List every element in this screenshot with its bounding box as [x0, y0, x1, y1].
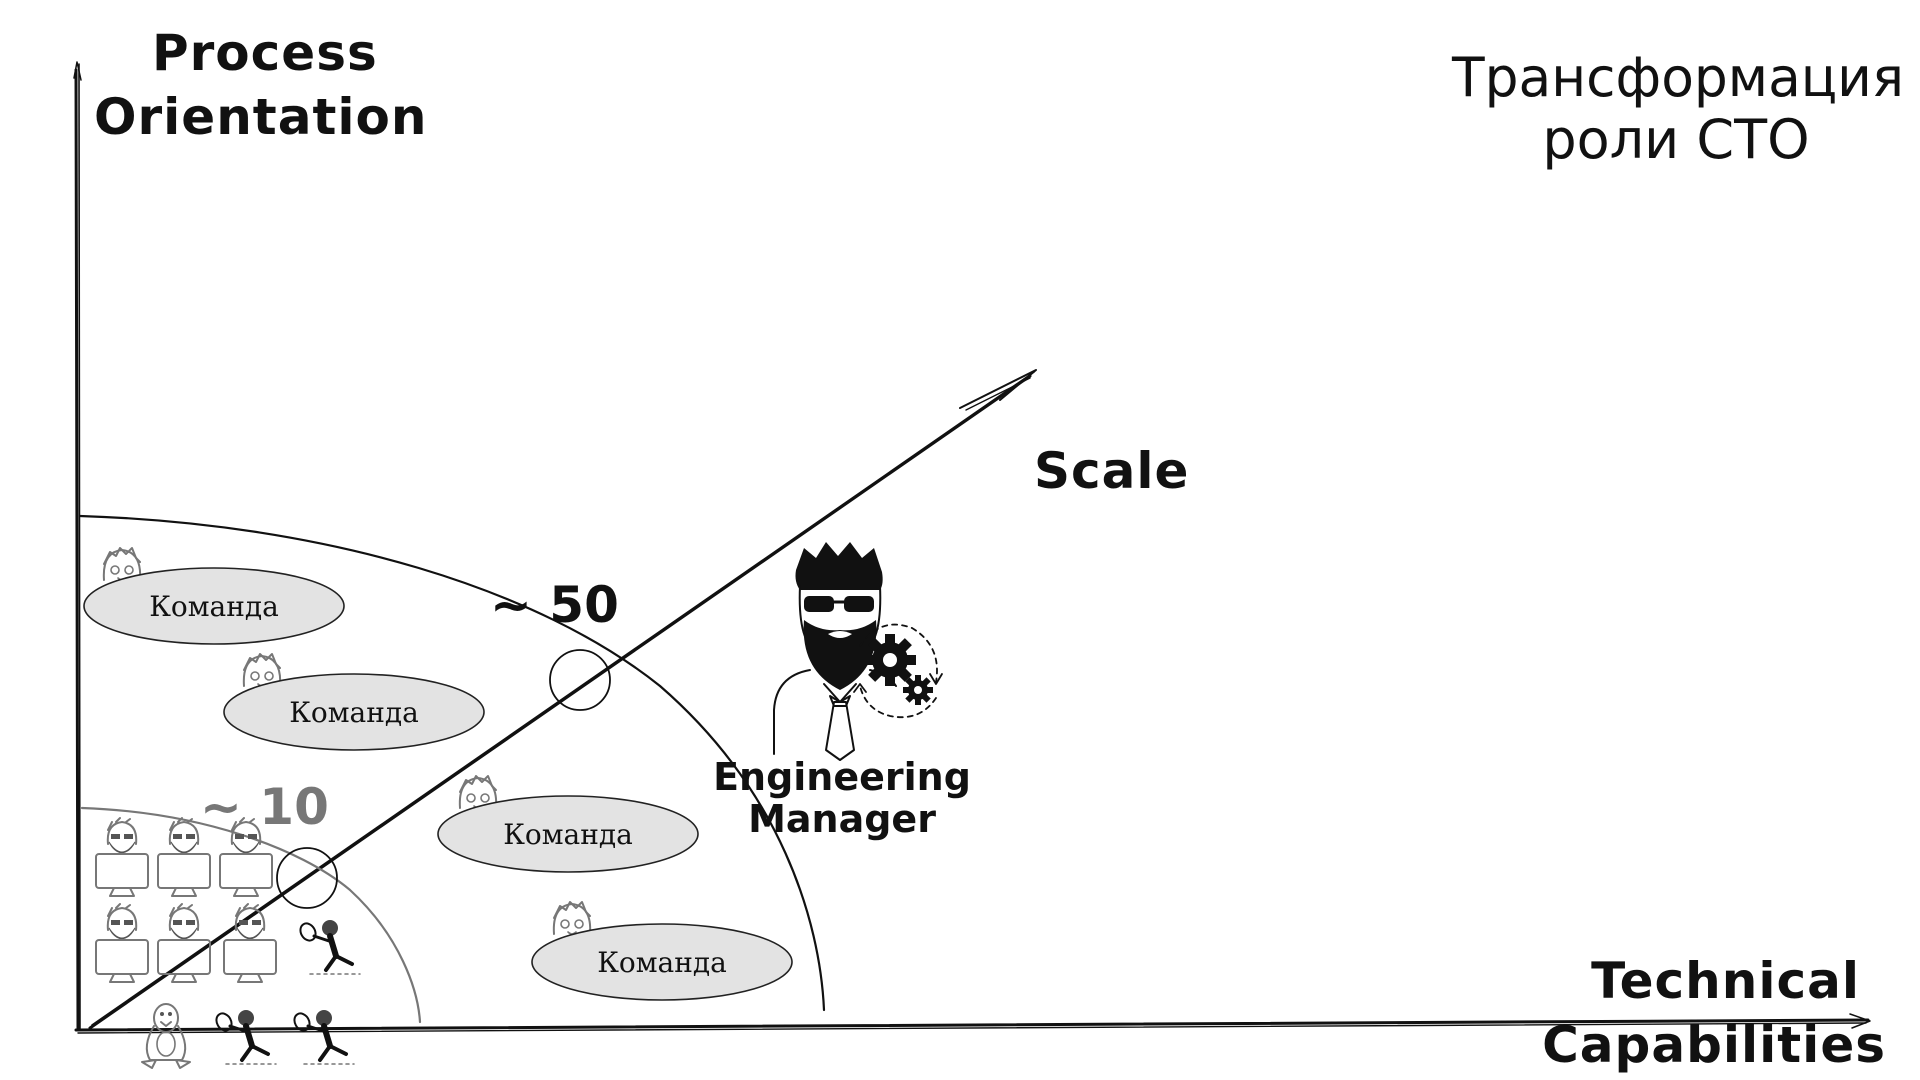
- team-4: Команда: [531, 901, 793, 1001]
- developer-at-monitor-icon: [95, 903, 149, 983]
- tennis-player-icon: [297, 920, 360, 974]
- team-label: Команда: [149, 590, 279, 623]
- tennis-player-icon: [213, 1010, 276, 1064]
- team-label: Команда: [597, 946, 727, 979]
- role-label-line2: Manager: [748, 797, 936, 841]
- developer-at-monitor-icon: [95, 817, 149, 897]
- team-ellipse: [437, 795, 699, 873]
- x-axis-label-line1: Technical: [1591, 952, 1860, 1010]
- team-label: Команда: [503, 818, 633, 851]
- marker-circle-10: [276, 847, 338, 909]
- developer-cluster: [95, 817, 360, 1069]
- page-title-line2: роли СТО: [1542, 108, 1809, 171]
- y-axis-label-line2: Orientation: [94, 88, 427, 146]
- team-ellipse: [223, 673, 485, 751]
- y-axis: [73, 61, 82, 1032]
- team-label: Команда: [289, 696, 419, 729]
- x-axis: [74, 1013, 1871, 1034]
- x-axis-label-line2: Capabilities: [1542, 1016, 1886, 1074]
- role-label-line1: Engineering: [713, 755, 971, 799]
- bearded-manager-icon: [773, 542, 897, 761]
- marker-label-10: ~ 10: [200, 778, 329, 836]
- team-ellipse: [531, 923, 793, 1001]
- y-axis-label-line1: Process: [152, 24, 378, 82]
- team-ellipse: [83, 567, 345, 645]
- team-3: Команда: [437, 775, 699, 873]
- tennis-player-icon: [291, 1010, 354, 1064]
- page-title-line1: Трансформация: [1451, 46, 1904, 109]
- outer-boundary-arc: [78, 514, 826, 1012]
- marker-label-50: ~ 50: [490, 576, 619, 634]
- team-1: Команда: [83, 547, 345, 645]
- marker-circle-50: [549, 649, 611, 711]
- team-2: Команда: [223, 653, 485, 751]
- scale-axis-label: Scale: [1034, 442, 1189, 500]
- tux-penguin-icon: [141, 1003, 191, 1069]
- gears-icon: [853, 623, 943, 719]
- developer-at-monitor-icon: [157, 903, 211, 983]
- developer-head-icon: [552, 901, 592, 935]
